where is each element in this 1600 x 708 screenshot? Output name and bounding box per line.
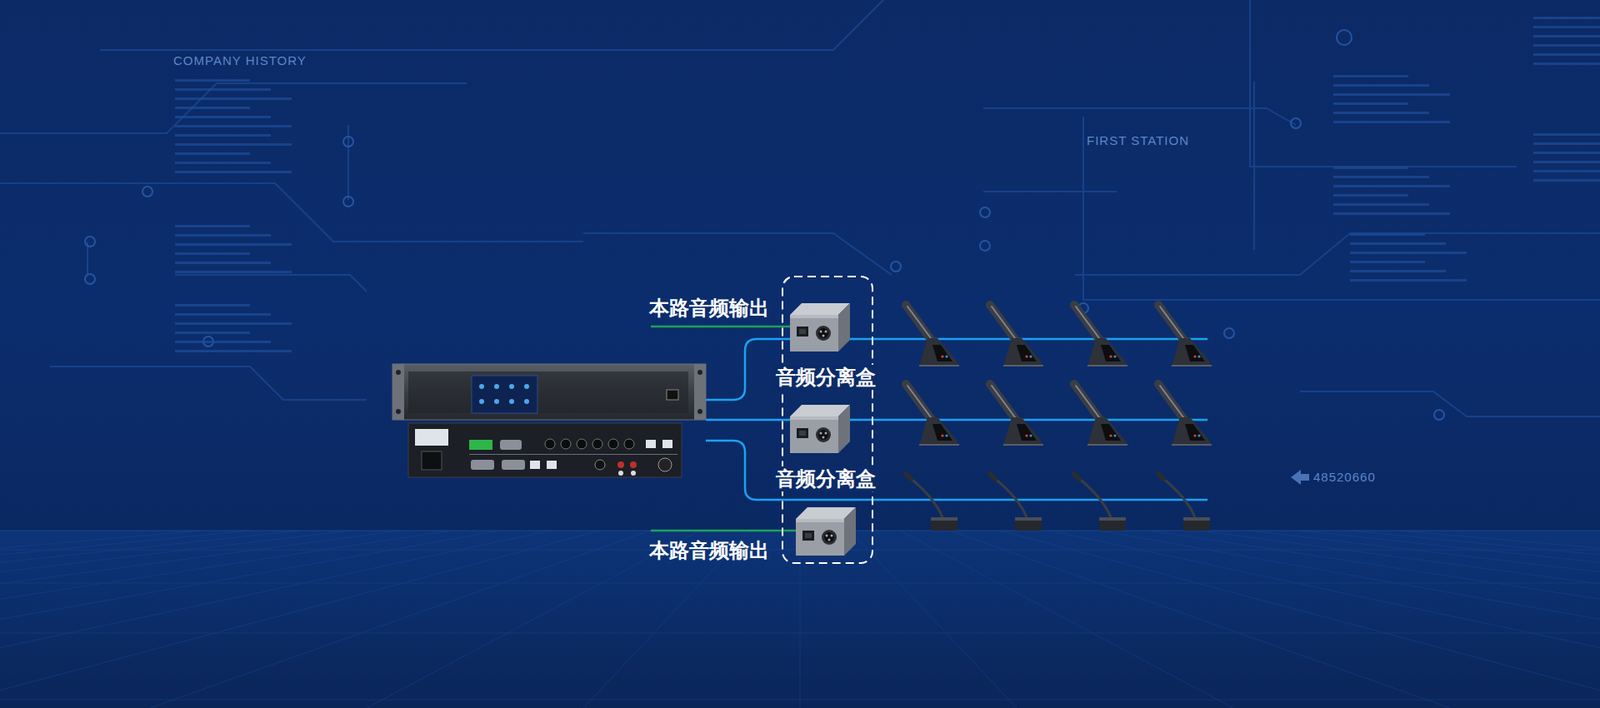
splitter-box-icon bbox=[790, 405, 850, 454]
watermark: FIRST STATION bbox=[1086, 132, 1190, 150]
text-texture bbox=[175, 16, 1600, 353]
floor bbox=[0, 530, 1600, 708]
output-label: 本路音频输出 bbox=[649, 538, 770, 564]
splitter-box: 音频分离盒 bbox=[772, 303, 880, 390]
output-label: 本路音频输出 bbox=[649, 295, 770, 321]
splitter-box-icon bbox=[790, 303, 850, 352]
dashed-group-frame bbox=[782, 276, 873, 564]
watermark: 48520660 bbox=[1313, 469, 1376, 486]
signal-wires bbox=[705, 339, 1208, 500]
splitter-box: 音频分离盒 bbox=[772, 405, 880, 492]
conference-microphones bbox=[905, 305, 1212, 531]
floor-grid bbox=[0, 530, 1600, 708]
circuit-lines bbox=[0, 0, 1600, 417]
arrow-icon bbox=[1290, 470, 1310, 485]
host-unit bbox=[392, 364, 706, 478]
box-label: 音频分离盒 bbox=[772, 365, 880, 390]
audio-splitter-box bbox=[795, 507, 856, 556]
circuit-dots bbox=[85, 30, 1445, 420]
watermark: COMPANY HISTORY bbox=[173, 52, 307, 70]
box-label: 音频分离盒 bbox=[772, 466, 880, 492]
